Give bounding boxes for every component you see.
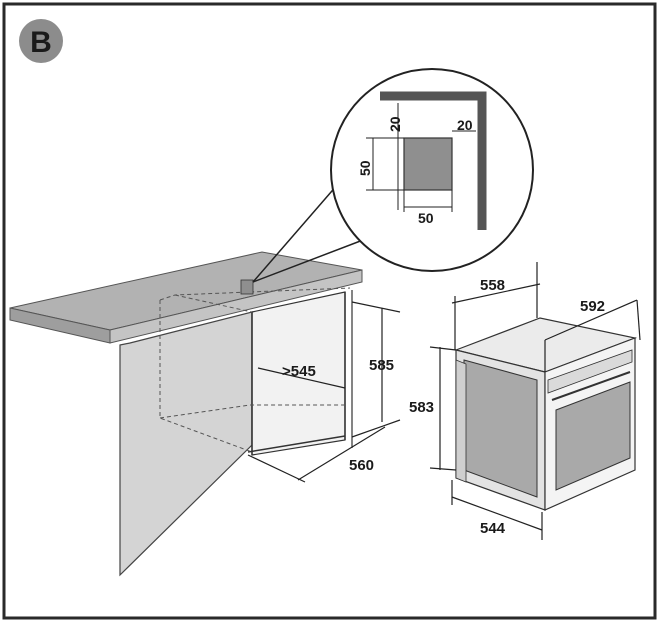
hidden-lines	[159, 287, 351, 453]
niche-width-label: 560	[349, 457, 374, 474]
niche-floor-edge	[247, 435, 346, 453]
detail-gap-side-label: 20	[457, 117, 473, 133]
oven-flange	[455, 359, 467, 483]
detail-gap-top-label: 20	[387, 116, 403, 132]
oven-height-label: 583	[409, 399, 434, 416]
oven-control-strip	[547, 349, 633, 394]
oven-window	[555, 381, 631, 491]
oven-width-label: 558	[480, 277, 505, 294]
detail-vent-height-label: 50	[357, 160, 373, 176]
niche-dimension-lines	[247, 301, 401, 483]
cabinet-drawing	[9, 251, 363, 577]
detail-callout	[252, 68, 534, 283]
section-badge: B	[19, 19, 63, 63]
countertop-side	[109, 269, 363, 344]
niche-depth-label: >545	[282, 363, 316, 380]
detail-vent-width-label: 50	[418, 210, 434, 226]
oven-recess-width-label: 544	[480, 520, 506, 537]
badge-circle	[19, 19, 63, 63]
niche-height-label: 585	[369, 357, 394, 374]
detail-vent-square	[403, 137, 453, 191]
oven-drawing	[453, 317, 638, 511]
vent-block	[240, 279, 254, 295]
badge-letter: B	[30, 26, 52, 59]
oven-dimension-lines	[429, 262, 641, 540]
oven-handle	[551, 371, 631, 401]
detail-wall-corner	[380, 91, 487, 230]
oven-depth-label: 592	[580, 298, 605, 315]
